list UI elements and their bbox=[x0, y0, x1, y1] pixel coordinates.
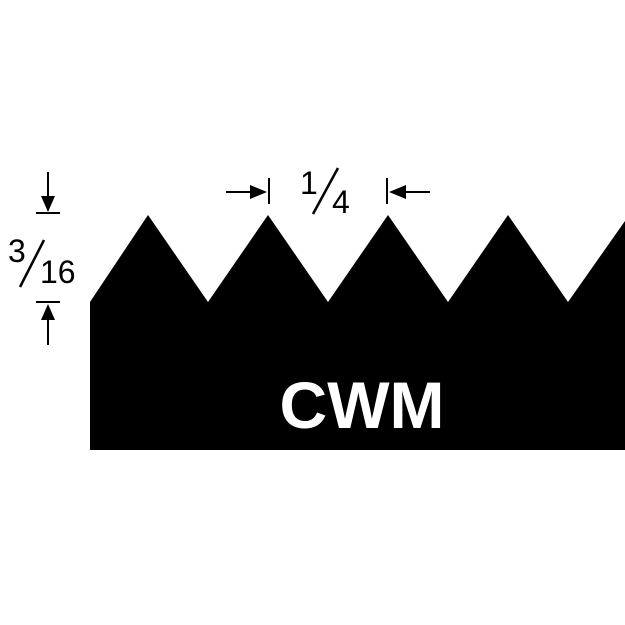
pitch-fraction-slash bbox=[311, 167, 340, 215]
height-denominator: 16 bbox=[40, 254, 76, 290]
height-dimension bbox=[36, 172, 60, 345]
pitch-numerator: 1 bbox=[300, 165, 318, 201]
height-fraction-slash bbox=[18, 239, 46, 288]
pitch-denominator: 4 bbox=[332, 184, 350, 220]
pitch-dimension bbox=[226, 178, 430, 204]
serrated-profile bbox=[90, 215, 625, 450]
height-numerator: 3 bbox=[8, 233, 26, 269]
profile-label: CWM bbox=[280, 368, 445, 442]
